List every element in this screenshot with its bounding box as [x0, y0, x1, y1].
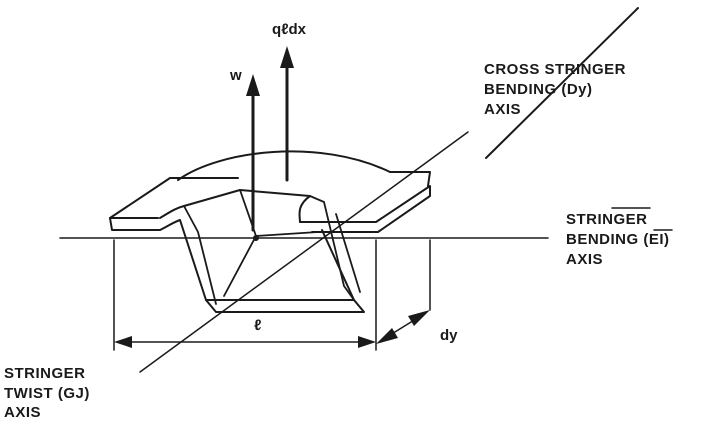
stringer-bending-label-line1: STRINGER: [566, 211, 648, 228]
twist-label-line1: STRINGER: [4, 365, 86, 382]
dy-arrow-lower: [376, 328, 398, 344]
twist-label-line3: AXIS: [4, 404, 41, 419]
stringer-bending-label-line2: BENDING (EI): [566, 231, 670, 248]
hat-inner-walls: [183, 189, 361, 305]
hat-bottom: [205, 299, 365, 313]
cross-axis-label-line2: BENDING (Dy): [484, 81, 593, 98]
qldx-label: qℓdx: [272, 21, 307, 38]
cross-axis-label-line1: CROSS STRINGER: [484, 61, 626, 78]
deflected-surface-curve: [177, 150, 391, 181]
stringer-bending-label-line3: AXIS: [566, 251, 603, 268]
qldx-arrowhead: [280, 46, 294, 68]
w-label: w: [229, 67, 242, 84]
cross-axis-label-line3: AXIS: [484, 101, 521, 118]
w-arrowhead: [246, 74, 260, 96]
centroid-dot: [253, 235, 259, 241]
length-arrow-left: [114, 336, 132, 348]
length-arrow-right: [358, 336, 376, 348]
skin-plate-front: [109, 185, 431, 233]
cross-stringer-axis-line: [485, 7, 639, 159]
length-label: ℓ: [254, 317, 261, 334]
cross-stringer-axis-line-lower: [139, 131, 469, 373]
skin-plate-rear: [109, 171, 431, 219]
dy-arrow-upper: [408, 310, 430, 326]
dy-label: dy: [440, 327, 458, 344]
twist-label-line2: TWIST (GJ): [4, 385, 90, 402]
